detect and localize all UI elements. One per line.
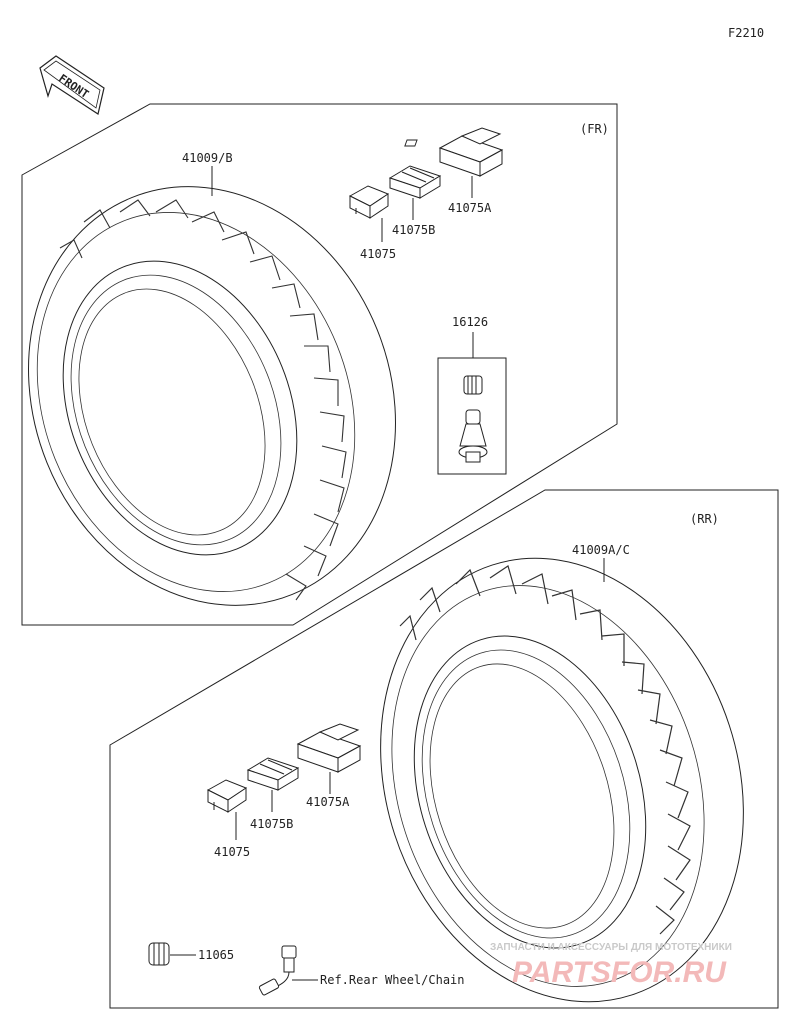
figure-code: F2210 bbox=[728, 26, 764, 40]
rear-weight-a-part-number: 41075A bbox=[306, 795, 350, 809]
rear-section-panel bbox=[109, 489, 779, 1009]
front-section-panel bbox=[21, 103, 618, 626]
rear-weight-b-icon bbox=[246, 757, 300, 791]
front-section-tag: (FR) bbox=[580, 122, 609, 136]
rear-section-tag: (RR) bbox=[690, 512, 719, 526]
rear-tire-tread bbox=[399, 565, 691, 935]
rear-tire-part-number: 41009A/C bbox=[572, 543, 630, 557]
watermark-caption: ЗАПЧАСТИ И АКСЕССУАРЫ ДЛЯ МОТОТЕХНИКИ bbox=[490, 942, 732, 953]
valve-icon bbox=[458, 375, 488, 463]
front-weight-b-icon bbox=[388, 165, 442, 199]
ref-note: Ref.Rear Wheel/Chain bbox=[320, 973, 465, 987]
front-weight-b-part-number: 41075B bbox=[392, 223, 435, 237]
front-weight-c-icon bbox=[348, 185, 390, 219]
front-weight-a-part-number: 41075A bbox=[448, 201, 492, 215]
rear-valve-icon bbox=[258, 945, 297, 996]
front-tire bbox=[28, 186, 396, 606]
front-valve-box bbox=[437, 357, 507, 475]
front-arrow-icon: FRONT bbox=[39, 55, 105, 115]
front-tire-tread bbox=[59, 199, 347, 601]
rear-tire bbox=[380, 557, 744, 1003]
valve-cap-part-number: 11065 bbox=[198, 948, 234, 962]
front-valve-part-number: 16126 bbox=[452, 315, 488, 329]
front-weight-a-icon bbox=[404, 127, 504, 177]
rear-weight-a-icon bbox=[296, 723, 362, 773]
watermark-logo: PARTSFOR.RU bbox=[512, 956, 727, 989]
valve-cap-icon bbox=[148, 942, 170, 966]
front-tire-part-number: 41009/B bbox=[182, 151, 233, 165]
rear-weight-b-part-number: 41075B bbox=[250, 817, 293, 831]
rear-weight-c-icon bbox=[206, 779, 248, 813]
rear-weight-c-part-number: 41075 bbox=[214, 845, 250, 859]
front-weight-c-part-number: 41075 bbox=[360, 247, 396, 261]
